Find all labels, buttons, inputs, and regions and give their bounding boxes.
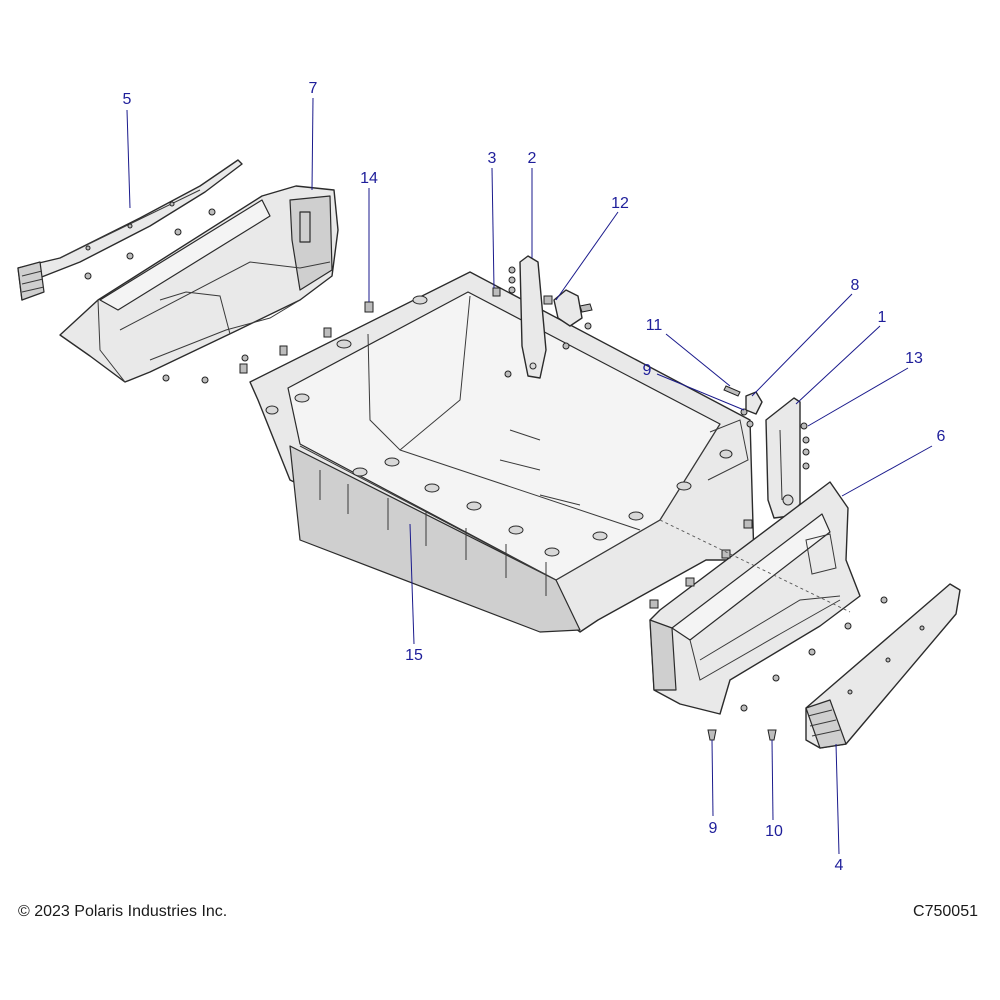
leader-13 xyxy=(807,367,909,427)
leader-5 xyxy=(126,109,131,209)
leader-10 xyxy=(771,739,774,821)
callout-2: 2 xyxy=(527,150,537,167)
leader-11 xyxy=(665,333,731,387)
part-10-screw xyxy=(767,729,777,741)
callout-13: 13 xyxy=(905,350,923,367)
part-3-nut xyxy=(492,287,501,297)
copyright-text: © 2023 Polaris Industries Inc. xyxy=(18,903,228,920)
leader-9a xyxy=(656,373,745,411)
leader-7 xyxy=(311,97,314,191)
leader-6 xyxy=(841,445,933,497)
callout-3: 3 xyxy=(487,150,497,167)
leader-lines xyxy=(126,97,933,855)
drawing-code: C750051 xyxy=(913,903,978,920)
part-4-right-rail-trim xyxy=(805,583,961,749)
part-14-clip-nut xyxy=(239,301,374,374)
part-7-left-side-panel xyxy=(59,185,339,384)
callout-6: 6 xyxy=(936,428,946,445)
callout-8: 8 xyxy=(850,277,860,294)
callout-4: 4 xyxy=(834,857,844,874)
callout-9-upper: 9 xyxy=(642,362,652,379)
assembly-dashed-line xyxy=(659,519,851,613)
part-15-cargo-box xyxy=(249,271,755,633)
part-13-nut xyxy=(800,422,810,470)
part-5-left-rail-trim xyxy=(17,159,243,301)
leader-1 xyxy=(795,325,881,405)
part-6-right-side-panel xyxy=(649,481,888,715)
callout-7: 7 xyxy=(308,80,318,97)
leader-8 xyxy=(751,293,853,397)
callout-12: 12 xyxy=(611,195,629,212)
leader-4 xyxy=(835,743,840,855)
part-9-screw-lower xyxy=(707,729,717,741)
leader-3 xyxy=(491,167,495,289)
part-12-latch-hinge xyxy=(543,289,593,350)
part-2-center-bracket xyxy=(504,255,547,379)
callout-5: 5 xyxy=(122,91,132,108)
part-11-bolt xyxy=(723,385,741,397)
part-1-right-bracket xyxy=(765,397,801,519)
part-9-washer-upper xyxy=(740,408,754,428)
callout-14: 14 xyxy=(360,170,378,187)
leader-12 xyxy=(555,211,619,301)
leader-15 xyxy=(409,523,415,645)
callout-15: 15 xyxy=(405,647,423,664)
callout-9-lower: 9 xyxy=(708,820,718,837)
leader-9b xyxy=(711,739,714,817)
callout-10: 10 xyxy=(765,823,783,840)
callout-11: 11 xyxy=(645,317,663,334)
callout-1: 1 xyxy=(877,309,887,326)
part-8-latch-striker xyxy=(745,391,763,415)
